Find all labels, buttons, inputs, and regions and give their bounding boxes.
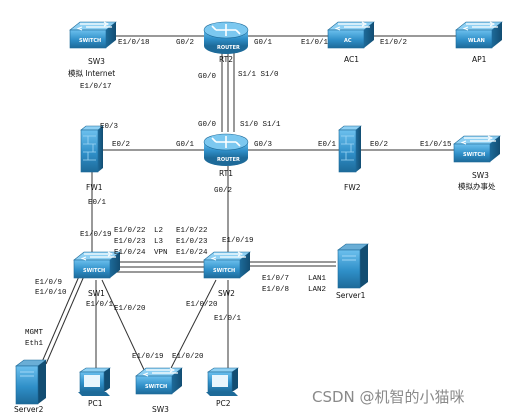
- link-sw2-sw3a: [167, 279, 217, 375]
- port-label: E0/1: [88, 199, 107, 207]
- port-label: G0/2: [176, 39, 194, 47]
- port-label: S1/1 S1/0: [238, 71, 279, 79]
- switch-icon-text: SWITCH: [79, 38, 101, 44]
- switch-icon[interactable]: SWITCH: [453, 135, 501, 163]
- port-label: E0/1: [318, 141, 337, 149]
- port-label: E1/0/2: [380, 39, 407, 47]
- port-label: E1/0/9: [35, 279, 62, 287]
- device-label-server1: Server1: [336, 291, 366, 300]
- access-controller-icon[interactable]: AC: [327, 21, 375, 49]
- pc-icon[interactable]: [205, 367, 239, 397]
- port-label: E1/0/20: [186, 301, 218, 309]
- router-icon-text: ROUTER: [217, 45, 240, 51]
- port-label: E1/0/23: [114, 238, 146, 246]
- port-label: G0/1: [176, 141, 195, 149]
- device-label-rt2: RT2: [219, 55, 233, 64]
- link-sw1-server2-b: [45, 275, 85, 365]
- device-label-sw3-internet: SW3: [88, 57, 105, 66]
- ac-icon-text: AC: [344, 38, 352, 44]
- device-label-sw1: SW1: [88, 289, 105, 298]
- device-label-pc1: PC1: [88, 399, 103, 408]
- port-label: E1/0/17: [80, 83, 112, 91]
- trunk-vlan-label: L3: [154, 238, 164, 246]
- firewall-icon[interactable]: [80, 125, 104, 173]
- router-icon[interactable]: ROUTER: [203, 21, 249, 55]
- switch-icon-text: SWITCH: [83, 268, 105, 274]
- port-label: G0/1: [254, 39, 273, 47]
- port-label: E1/0/7: [262, 275, 289, 283]
- trunk-vlan-label: L2: [154, 227, 163, 235]
- switch-icon-text: SWITCH: [145, 384, 167, 390]
- device-caption-office: 模拟办事处: [458, 181, 496, 191]
- router-icon-text: ROUTER: [217, 157, 240, 163]
- server-icon[interactable]: [337, 243, 369, 289]
- port-label: Eth1: [25, 340, 44, 348]
- switch-icon[interactable]: SWITCH: [73, 251, 121, 279]
- port-label: E1/0/19: [80, 231, 112, 239]
- link-sw1-sw3a: [101, 279, 147, 375]
- port-label: E0/2: [112, 141, 130, 149]
- port-label: G0/0: [198, 73, 217, 81]
- switch-icon[interactable]: SWITCH: [69, 21, 117, 49]
- switch-icon[interactable]: SWITCH: [203, 251, 251, 279]
- device-label-fw2: FW2: [344, 183, 361, 192]
- port-label: E1/0/19: [132, 353, 164, 361]
- port-label: E1/0/15: [420, 141, 452, 149]
- device-label-rt1: RT1: [219, 169, 233, 178]
- port-label: E1/0/22: [176, 227, 208, 235]
- port-label: E1/0/20: [172, 353, 204, 361]
- port-label: E1/0/23: [176, 238, 208, 246]
- port-label: E1/0/1: [214, 315, 242, 323]
- trunk-vlan-label: VPN: [154, 249, 168, 257]
- port-label: E1/0/20: [114, 305, 146, 313]
- device-label-ap1: AP1: [472, 55, 487, 64]
- pc-icon[interactable]: [77, 367, 111, 397]
- port-label: E1/0/1: [301, 39, 329, 47]
- wlan-icon-text: WLAN: [468, 38, 485, 44]
- switch-icon-text: SWITCH: [463, 152, 485, 158]
- device-label-pc2: PC2: [216, 399, 231, 408]
- port-label: G0/0: [198, 121, 217, 129]
- links: [41, 35, 460, 375]
- server-icon[interactable]: [15, 359, 47, 405]
- device-label-server2: Server2: [14, 405, 44, 414]
- switch-icon-text: SWITCH: [213, 268, 235, 274]
- switch-icon[interactable]: SWITCH: [135, 367, 183, 395]
- device-label-sw3-office: SW3: [472, 171, 489, 180]
- port-label: E1/0/1: [86, 301, 114, 309]
- device-label-ac1: AC1: [344, 55, 359, 64]
- port-label: E1/0/8: [262, 286, 289, 294]
- device-label-sw2: SW2: [218, 289, 235, 298]
- port-label: E1/0/19: [222, 237, 254, 245]
- port-label: E1/0/24: [176, 249, 208, 257]
- port-label: E0/2: [370, 141, 388, 149]
- device-label-sw3-access: SW3: [152, 405, 169, 414]
- port-label: E1/0/22: [114, 227, 146, 235]
- watermark: CSDN @机智的小猫咪: [312, 388, 465, 406]
- port-label: E1/0/10: [35, 289, 67, 297]
- port-label: E0/3: [100, 123, 119, 131]
- port-label: G0/2: [214, 187, 232, 195]
- port-label: E1/0/24: [114, 249, 146, 257]
- port-labels: E1/0/18 G0/2 G0/1 E1/0/1 E1/0/2 E1/0/17 …: [25, 39, 452, 361]
- port-label: E1/0/18: [118, 39, 150, 47]
- device-caption-internet: 模拟 Internet: [68, 68, 115, 78]
- port-label: S1/0 S1/1: [240, 121, 281, 129]
- router-icon[interactable]: ROUTER: [203, 133, 249, 167]
- firewall-icon[interactable]: [338, 125, 362, 173]
- wireless-ap-icon[interactable]: WLAN: [455, 21, 503, 49]
- link-sw1-server2-a: [41, 273, 81, 363]
- lan-label: LAN2: [308, 286, 326, 294]
- device-label-fw1: FW1: [86, 183, 103, 192]
- port-label: G0/3: [254, 141, 273, 149]
- port-label: MGMT: [25, 329, 44, 337]
- lan-label: LAN1: [308, 275, 327, 283]
